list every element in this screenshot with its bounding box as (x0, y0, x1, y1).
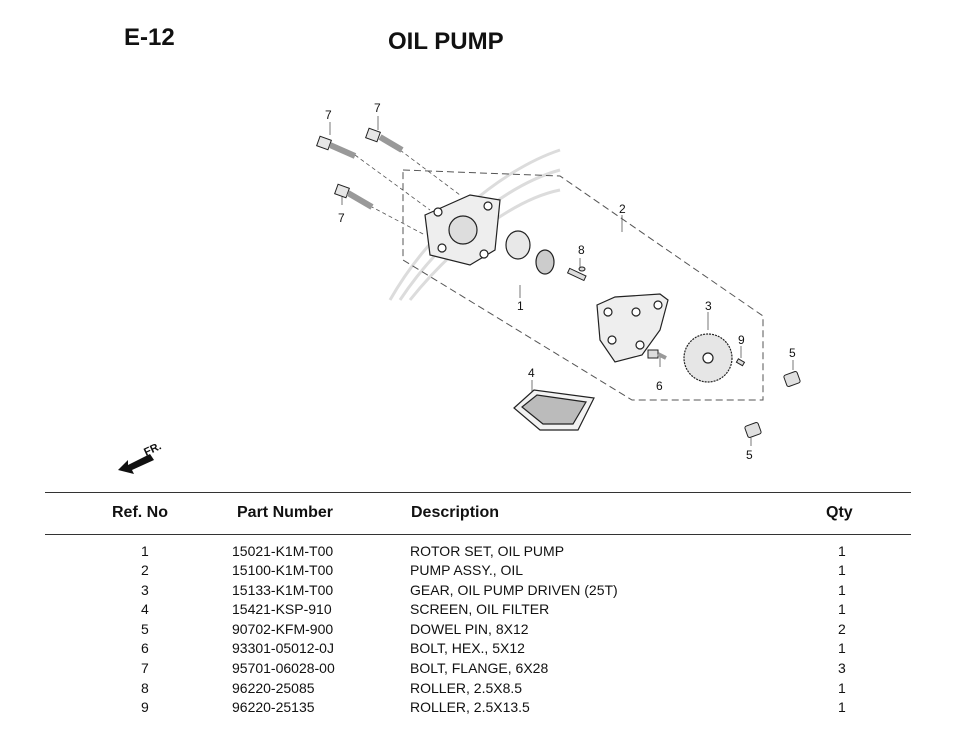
assembly-outline (402, 169, 764, 401)
column-header-qty: Qty (826, 504, 853, 521)
part-number-cell: 15021-K1M-T00 (232, 543, 334, 559)
table-row: 4 15421-KSP-910 SCREEN, OIL FILTER 1 (0, 601, 968, 620)
callout-1: 1 (517, 299, 524, 313)
ref-cell: 5 (141, 621, 149, 637)
part-number-cell: 15133-K1M-T00 (232, 582, 334, 598)
roller-part (566, 266, 587, 282)
qty-cell: 2 (838, 621, 846, 637)
callout-5a: 5 (789, 346, 796, 360)
part-number-cell: 95701-06028-00 (232, 660, 335, 676)
part-number-cell: 90702-KFM-900 (232, 621, 334, 637)
page-title: OIL PUMP (388, 28, 504, 55)
column-header-ref: Ref. No (112, 504, 168, 521)
ref-cell: 1 (141, 543, 149, 559)
part-number-cell: 15100-K1M-T00 (232, 562, 334, 578)
callout-8: 8 (578, 243, 585, 257)
table-top-rule (45, 492, 911, 493)
description-cell: ROLLER, 2.5X8.5 (410, 680, 523, 696)
table-row: 3 15133-K1M-T00 GEAR, OIL PUMP DRIVEN (2… (0, 582, 968, 601)
guide-lines (329, 116, 794, 446)
table-row: 5 90702-KFM-900 DOWEL PIN, 8X12 2 (0, 621, 968, 640)
table-header-rule (45, 534, 911, 535)
fr-label: FR. (142, 440, 163, 458)
ref-cell: 4 (141, 601, 149, 617)
ref-cell: 2 (141, 562, 149, 578)
oil-filter-screen-part (513, 389, 595, 431)
dowel-pin-part (744, 371, 801, 438)
table-row: 9 96220-25135 ROLLER, 2.5X13.5 1 (0, 699, 968, 718)
callout-9: 9 (738, 333, 745, 347)
column-header-part-number: Part Number (237, 504, 334, 521)
part-number-cell: 15421-KSP-910 (232, 601, 332, 617)
callout-7b: 7 (374, 101, 381, 115)
description-cell: ROLLER, 2.5X13.5 (410, 699, 530, 715)
rotor-set-part (505, 230, 555, 275)
ref-cell: 9 (141, 699, 149, 715)
exploded-parts-diagram: 7 7 7 2 8 1 3 9 5 6 4 5 (316, 101, 801, 462)
qty-cell: 1 (838, 601, 846, 617)
part-number-cell: 96220-25135 (232, 699, 315, 715)
table-row: 2 15100-K1M-T00 PUMP ASSY., OIL 1 (0, 562, 968, 581)
diagram-code: E-12 (124, 24, 175, 51)
column-header-description: Description (411, 504, 500, 521)
ref-cell: 6 (141, 640, 149, 656)
description-cell: DOWEL PIN, 8X12 (410, 621, 529, 637)
table-row: 6 93301-05012-0J BOLT, HEX., 5X12 1 (0, 640, 968, 659)
hex-bolt-part (647, 349, 667, 360)
ref-cell: 3 (141, 582, 149, 598)
table-row: 1 15021-K1M-T00 ROTOR SET, OIL PUMP 1 (0, 543, 968, 562)
qty-cell: 1 (838, 582, 846, 598)
qty-cell: 1 (838, 543, 846, 559)
qty-cell: 1 (838, 680, 846, 696)
arrow-left-icon (118, 454, 154, 474)
callout-7a: 7 (325, 108, 332, 122)
ref-cell: 8 (141, 680, 149, 696)
qty-cell: 3 (838, 660, 846, 676)
description-cell: ROTOR SET, OIL PUMP (410, 543, 565, 559)
callout-6: 6 (656, 379, 663, 393)
callout-2: 2 (619, 202, 626, 216)
flange-bolt-part (316, 127, 404, 210)
description-cell: GEAR, OIL PUMP DRIVEN (25T) (410, 582, 618, 598)
description-cell: BOLT, HEX., 5X12 (410, 640, 525, 656)
ref-cell: 7 (141, 660, 149, 676)
qty-cell: 1 (838, 640, 846, 656)
table-row: 7 95701-06028-00 BOLT, FLANGE, 6X28 3 (0, 660, 968, 679)
driven-gear-part (683, 333, 733, 383)
small-roller-part (735, 358, 746, 367)
qty-cell: 1 (838, 562, 846, 578)
pump-body-part (424, 194, 501, 266)
front-direction-arrow: FR. (118, 440, 163, 474)
table-row: 8 96220-25085 ROLLER, 2.5X8.5 1 (0, 680, 968, 699)
callout-4: 4 (528, 366, 535, 380)
callout-7c: 7 (338, 211, 345, 225)
part-number-cell: 93301-05012-0J (232, 640, 334, 656)
pump-cover-part (596, 293, 669, 363)
description-cell: PUMP ASSY., OIL (410, 562, 524, 578)
qty-cell: 1 (838, 699, 846, 715)
callout-5b: 5 (746, 448, 753, 462)
callout-3: 3 (705, 299, 712, 313)
description-cell: SCREEN, OIL FILTER (410, 601, 550, 617)
part-number-cell: 96220-25085 (232, 680, 315, 696)
description-cell: BOLT, FLANGE, 6X28 (410, 660, 549, 676)
